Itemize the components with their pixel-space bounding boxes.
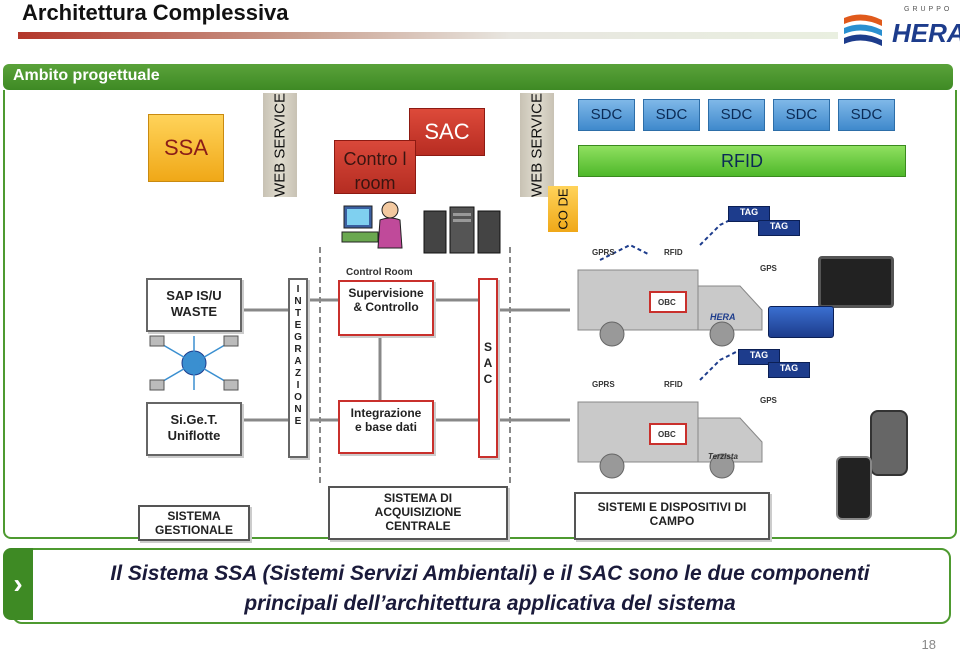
smartphone-icon — [836, 456, 872, 520]
ssa-box: SSA — [148, 114, 224, 182]
page-title: Architettura Complessiva — [22, 0, 289, 25]
truck-2-terzista: Terzista — [708, 452, 738, 461]
caption-text: Il Sistema SSA (Sistemi Servizi Ambienta… — [50, 559, 930, 619]
sistema-acquisizione-label: SISTEMA DI ACQUISIZIONE CENTRALE — [374, 491, 462, 533]
control-room-title: Control Room — [346, 267, 413, 278]
page-number: 18 — [921, 637, 936, 652]
operator-icon — [338, 198, 408, 258]
sdc-box-2: SDC — [643, 99, 700, 131]
integrazione-box-label: Integrazione e base dati — [350, 406, 422, 434]
sac-bar-label: SAC — [481, 340, 495, 388]
sdc-box-1: SDC — [578, 99, 635, 131]
sdc-box-3: SDC — [708, 99, 765, 131]
sdc-box-5: SDC — [838, 99, 895, 131]
sistema-acquisizione-box: SISTEMA DI ACQUISIZIONE CENTRALE — [328, 486, 508, 540]
sistemi-dispositivi-box: SISTEMI E DISPOSITIVI DI CAMPO — [574, 492, 770, 540]
truck-2: OBC GPRS RFID GPS Terzista — [572, 372, 777, 482]
sap-box: SAP IS/U WASTE — [146, 278, 242, 332]
tag-chip-2: TAG — [758, 220, 800, 236]
web-service-tab-2: WEB SERVICE — [520, 93, 554, 197]
truck-1-rfid: RFID — [664, 248, 683, 257]
title-underline — [18, 32, 838, 39]
truck-1-gprs: GPRS — [592, 248, 615, 257]
logo-hera: HERA — [892, 18, 960, 48]
servers-icon — [420, 205, 510, 255]
control-room-box: Contro l room — [334, 140, 416, 194]
sdc-box-4: SDC — [773, 99, 830, 131]
handheld-reader-icon — [870, 410, 908, 476]
ssa-label: SSA — [163, 135, 209, 160]
truck-2-rfid: RFID — [664, 380, 683, 389]
supervisione-box: Supervisione & Controllo — [338, 280, 434, 336]
section-label: Ambito progettuale — [13, 67, 160, 84]
truck-1: OBC GPRS RFID GPS — [572, 240, 777, 350]
web-service-tab-1: WEB SERVICE — [263, 93, 297, 197]
chevron-right-icon: › — [13, 568, 23, 599]
network-icon — [148, 332, 240, 394]
rfid-bar: RFID — [578, 145, 906, 177]
modem-device-icon — [768, 306, 834, 338]
supervisione-label: Supervisione & Controllo — [348, 286, 424, 314]
hera-badge: HERA — [710, 312, 736, 322]
sac-label: SAC — [424, 119, 470, 144]
sistema-gestionale-box: SISTEMA GESTIONALE — [138, 505, 250, 541]
tag-chip-3: TAG — [738, 349, 780, 365]
sistema-gestionale-label: SISTEMA GESTIONALE — [154, 509, 233, 537]
truck-2-gprs: GPRS — [592, 380, 615, 389]
hera-logo: GRUPPO HERA — [842, 4, 960, 54]
caption-marker: › — [3, 548, 33, 620]
sigest-box: Si.Ge.T. Uniflotte — [146, 402, 242, 456]
truck-2-obc: OBC — [658, 430, 676, 439]
display-device-icon — [818, 256, 894, 308]
caption-line-1: Il Sistema SSA (Sistemi Servizi Ambienta… — [110, 562, 870, 585]
sac-bar: SAC — [478, 278, 498, 458]
tag-chip-1: TAG — [728, 206, 770, 222]
sac-box: SAC — [409, 108, 485, 156]
integrazione-bar: INTEGRAZIONE — [288, 278, 308, 458]
sap-label: SAP IS/U WASTE — [166, 288, 222, 319]
section-header: Ambito progettuale — [3, 64, 953, 90]
integrazione-box: Integrazione e base dati — [338, 400, 434, 454]
truck-1-gps: GPS — [760, 264, 777, 273]
truck-2-gps: GPS — [760, 396, 777, 405]
code-tab: CO DE — [548, 186, 578, 232]
caption-box — [12, 548, 951, 624]
sigest-label: Si.Ge.T. Uniflotte — [167, 412, 221, 443]
integrazione-bar-label: INTEGRAZIONE — [292, 284, 304, 428]
sistemi-dispositivi-label: SISTEMI E DISPOSITIVI DI CAMPO — [597, 500, 747, 528]
tag-chip-4: TAG — [768, 362, 810, 378]
logo-gruppo: GRUPPO — [904, 6, 953, 13]
control-room-label: Contro l room — [343, 149, 407, 193]
truck-1-obc: OBC — [658, 298, 676, 307]
caption-line-2: principali dell’architettura applicativa… — [244, 592, 736, 615]
